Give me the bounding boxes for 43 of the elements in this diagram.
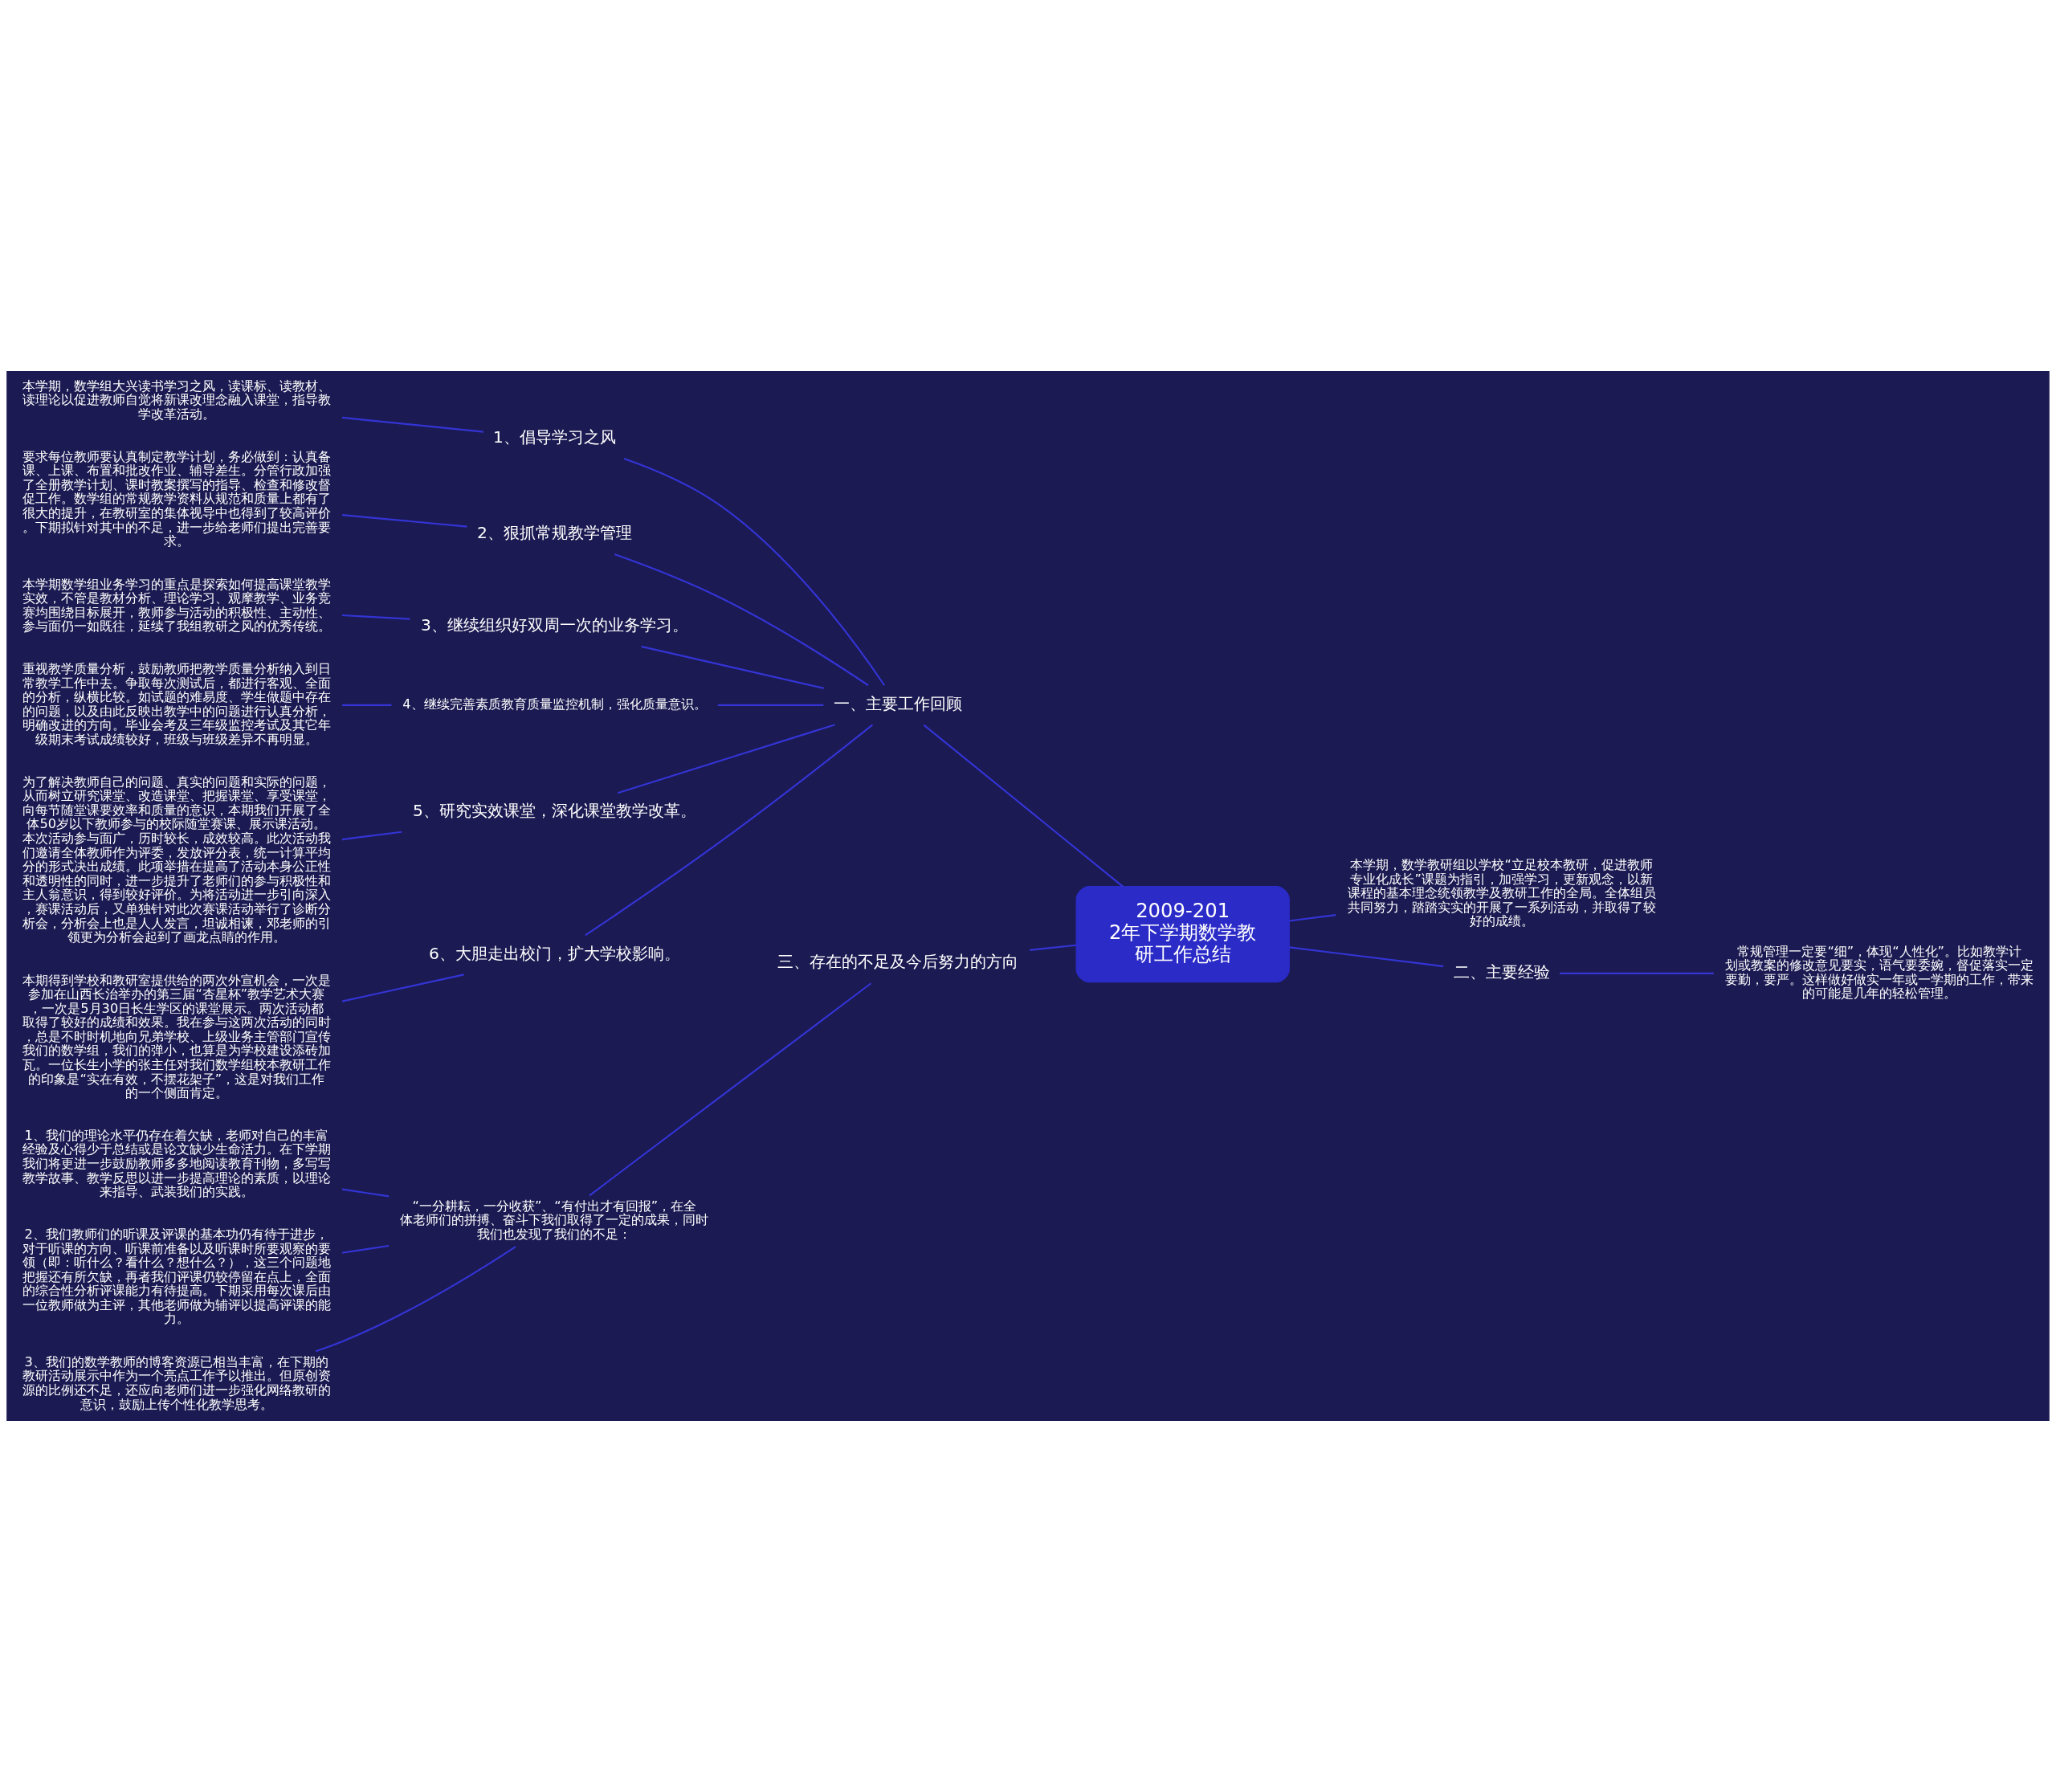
node-text: 3、我们的数学教师的博客资源已相当丰富，在下期的教研活动展示中作为一个亮点工作予以推出。但原创资源的比例还不足，还应向老师们进一步强化网络教研的意识，鼓励上传个性化教学思考。: [22, 1353, 331, 1412]
connector: [341, 614, 410, 620]
connector: [717, 704, 824, 706]
connector: [341, 974, 464, 1002]
node-text: 5、研究实效课堂，深化课堂教学改革。: [412, 801, 696, 821]
connector: [1289, 914, 1336, 922]
connector: [1030, 944, 1077, 951]
connector: [1560, 972, 1714, 974]
connector: [1289, 946, 1444, 968]
connector: [617, 724, 836, 794]
node-text: 4、继续完善素质教育质量监控机制，强化质量意识。: [402, 696, 707, 712]
node-text: 二、主要经验: [1453, 961, 1550, 982]
node-text: 1、我们的理论水平仍存在着欠缺，老师对自己的丰富经验及心得少于总结或是论文缺少生命活力。在下学期我们将更进一步鼓励教师多多地阅读教育刊物，多写写教学故事、教学反思以进一步提高理论的素质，以理论来指导、武装我们的实践。: [22, 1127, 331, 1200]
node-text: 2、狠抓常规教学管理: [476, 523, 632, 543]
node-box: 2009-2012年下学期数学教研工作总结: [1075, 886, 1290, 983]
node-text: 本期得到学校和教研室提供给的两次外宣机会，一次是参加在山西长治举办的第三届“杏星杯”教学艺术大赛，一次是5月30日长生学区的课堂展示。两次活动都取得了较好的成绩和效果。我在参与这两次活动的同时，总是不时时机地向兄弟学校、上级业务主管部门宣传我们的数学组，我们的弹小，也算是为学校建设添砖加瓦。一位长生小学的张主任对我们数学组校本教研工作的印象是“实在有效，不摆花架子”，这是对我们工作的一个侧面肯定。: [22, 972, 331, 1101]
node-text: 本学期数学组业务学习的重点是探索如何提高课堂教学实效，不管是教材分析、理论学习、观摩教学、业务竞赛均围绕目标展开，教师参与活动的积极性、主动性、参与面仍一如既往，延续了我组教研之风的优秀传统。: [22, 576, 331, 635]
connector: [341, 416, 483, 433]
connector: [341, 514, 467, 528]
node-text: 1、倡导学习之风: [492, 427, 616, 447]
connector: [341, 831, 402, 841]
node-text: 一、主要工作回顾: [834, 693, 963, 713]
node-text: 3、继续组织好双周一次的业务学习。: [420, 615, 688, 635]
node-text: 重视教学质量分析，鼓励教师把教学质量分析纳入到日常教学工作中去。争取每次测试后，都进行客观、全面的分析，纵横比较。如试题的难易度、学生做题中存在的问题，以及由此反映出教学中的问题进行认真分析，明确改进的方向。毕业会考及三年级监控考试及其它年级期末考试成绩较好，班级与班级差异不再明显。: [22, 661, 331, 747]
node-text: “一分耕耘，一分收获”、“有付出才有回报”，在全体老师们的拼搏、奋斗下我们取得了一定的成果，同时我们也发现了我们的不足：: [400, 1198, 709, 1242]
node-text: 要求每位教师要认真制定教学计划，务必做到：认真备课、上课、布置和批改作业、辅导差生。分管行政加强了全册教学计划、课时教案撰写的指导、检查和修改督促工作。数学组的常规教学资料从规范和质量上都有了很大的提升，在教研室的集体视导中也得到了较高评价。下期拟针对其中的不足，进一步给老师们提出完善要求。: [22, 448, 331, 549]
node-text: 为了解决教师自己的问题、真实的问题和实际的问题，从而树立研究课堂、改造课堂、把握课堂、享受课堂，向每节随堂课要效率和质量的意识，本期我们开展了全体50岁以下教师参与的校际随堂赛课、展示课活动。本次活动参与面广，历时较长，成效较高。此次活动我们邀请全体教师作为评委，发放评分表，统一计算平均分的形式决出成绩。此项举措在提高了活动本身公正性和透明性的同时，进一步提升了老师们的参与积极性和主人翁意识，得到较好评价。为将活动进一步引向深入，赛课活动后，又单独针对此次赛课活动举行了诊断分析会，分析会上也是人人发言，坦诚相谏，邓老师的引领更为分析会起到了画龙点睛的作用。: [22, 774, 331, 945]
connector: [623, 457, 886, 686]
node-text: 常规管理一定要“细”，体现“人性化”。比如教学计划或教案的修改意见要实，语气要委婉，督促落实一定要勤，要严。这样做好做实一年或一学期的工作，带来的可能是几年的轻松管理。: [1725, 943, 2034, 1002]
connector: [585, 724, 874, 937]
connector: [614, 553, 869, 687]
connector: [315, 1246, 516, 1353]
connector: [589, 982, 872, 1197]
connector: [341, 1244, 390, 1254]
node-text: 三、存在的不足及今后努力的方向: [777, 952, 1019, 972]
connector: [923, 724, 1124, 888]
connector: [342, 704, 392, 706]
node-text: 6、大胆走出校门，扩大学校影响。: [428, 943, 680, 963]
node-text: 本学期，数学组大兴读书学习之风，读课标、读教材、读理论以促进教师自觉将新课改理念融入课堂，指导教学改革活动。: [22, 378, 331, 422]
node-text: 2、我们教师们的听课及评课的基本功仍有待于进步，对于听课的方向、听课前准备以及听课时所要观察的要领（即：听什么？看什么？想什么？），这三个问题地把握还有所欠缺，再者我们评课仍较停留在点上，全面的综合性分析评课能力有待提高。下期采用每次课后由一位教师做为主评，其他老师做为辅评以提高评课的能力。: [22, 1226, 331, 1327]
node-text: 本学期，数学教研组以学校“立足校本教研，促进教师专业化成长”课题为指引，加强学习，更新观念，以新课程的基本理念统领教学及教研工作的全局。全体组员共同努力，踏踏实实的开展了一系列活动，并取得了较好的成绩。: [1347, 857, 1656, 929]
connector: [341, 1188, 390, 1198]
connector: [641, 645, 824, 689]
